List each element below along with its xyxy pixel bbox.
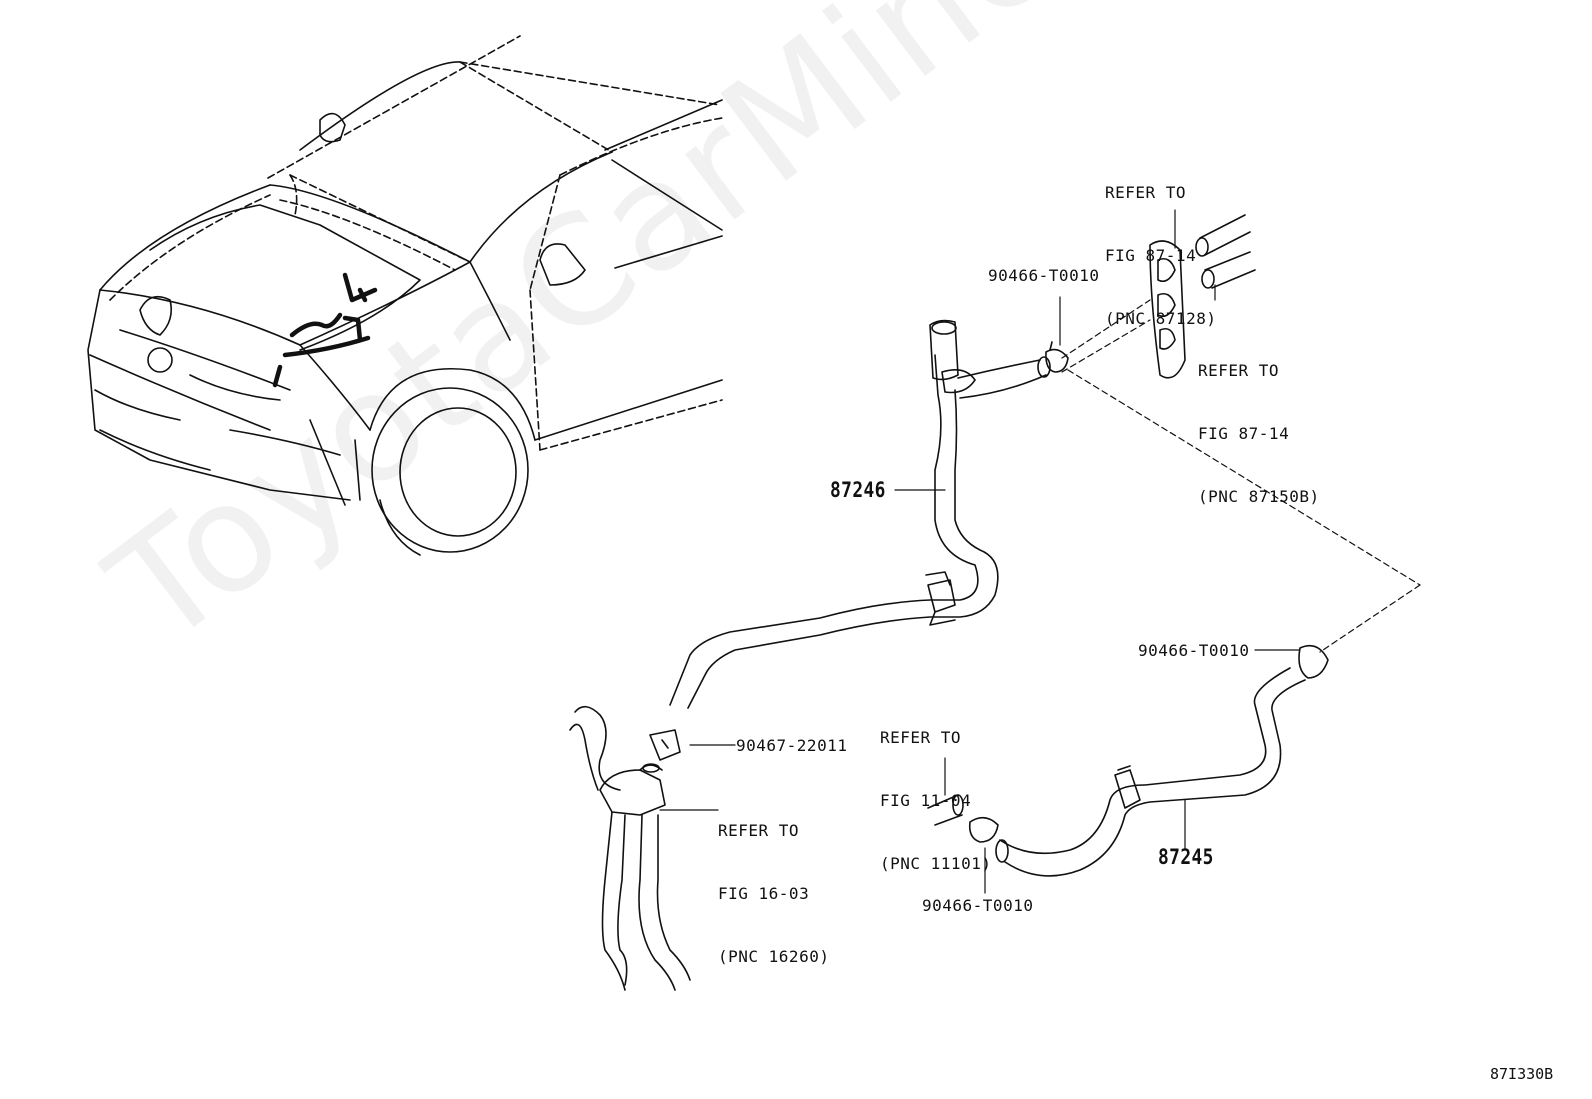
refer-line-1: REFER TO bbox=[718, 821, 800, 840]
part-number-87246[interactable]: 87246 bbox=[830, 478, 886, 502]
refer-fig-16-03-pnc-16260[interactable]: REFER TO FIG 16-03 (PNC 16260) bbox=[718, 778, 829, 988]
clamp-top-shape bbox=[1045, 341, 1069, 373]
refer-line-2: FIG 11-04 bbox=[880, 791, 972, 810]
refer-line-3: (PNC 87128) bbox=[1105, 309, 1217, 328]
hose-87246 bbox=[669, 319, 1051, 709]
figure-code: 87I330B bbox=[1490, 1065, 1554, 1083]
dashed-connectors bbox=[1061, 299, 1421, 653]
part-number-87245[interactable]: 87245 bbox=[1158, 845, 1214, 869]
refer-line-3: (PNC 87150B) bbox=[1198, 487, 1320, 506]
refer-line-3: (PNC 16260) bbox=[718, 947, 830, 966]
valve-hoses-left bbox=[569, 705, 691, 991]
refer-line-1: REFER TO bbox=[1198, 361, 1280, 380]
part-number-clamp-top[interactable]: 90466-T0010 bbox=[988, 266, 1100, 285]
refer-line-2: FIG 87-14 bbox=[1105, 246, 1197, 265]
part-number-clip[interactable]: 90467-22011 bbox=[736, 736, 848, 755]
bracket-87128 bbox=[1149, 214, 1256, 379]
refer-line-3: (PNC 11101) bbox=[880, 854, 992, 873]
refer-fig-87-14-pnc-87128[interactable]: REFER TO FIG 87-14 (PNC 87128) bbox=[1105, 140, 1216, 350]
refer-line-2: FIG 16-03 bbox=[718, 884, 810, 903]
refer-fig-11-04-pnc-11101[interactable]: REFER TO FIG 11-04 (PNC 11101) bbox=[880, 685, 991, 895]
part-number-clamp-bottom[interactable]: 90466-T0010 bbox=[922, 896, 1034, 915]
refer-line-1: REFER TO bbox=[1105, 183, 1187, 202]
refer-line-1: REFER TO bbox=[880, 728, 962, 747]
refer-line-2: FIG 87-14 bbox=[1198, 424, 1290, 443]
refer-fig-87-14-pnc-87150b[interactable]: REFER TO FIG 87-14 (PNC 87150B) bbox=[1198, 318, 1320, 528]
car-illustration bbox=[87, 35, 723, 556]
hose-87245 bbox=[927, 644, 1329, 877]
leader-lines bbox=[659, 209, 1301, 894]
part-number-clamp-right[interactable]: 90466-T0010 bbox=[1138, 641, 1250, 660]
